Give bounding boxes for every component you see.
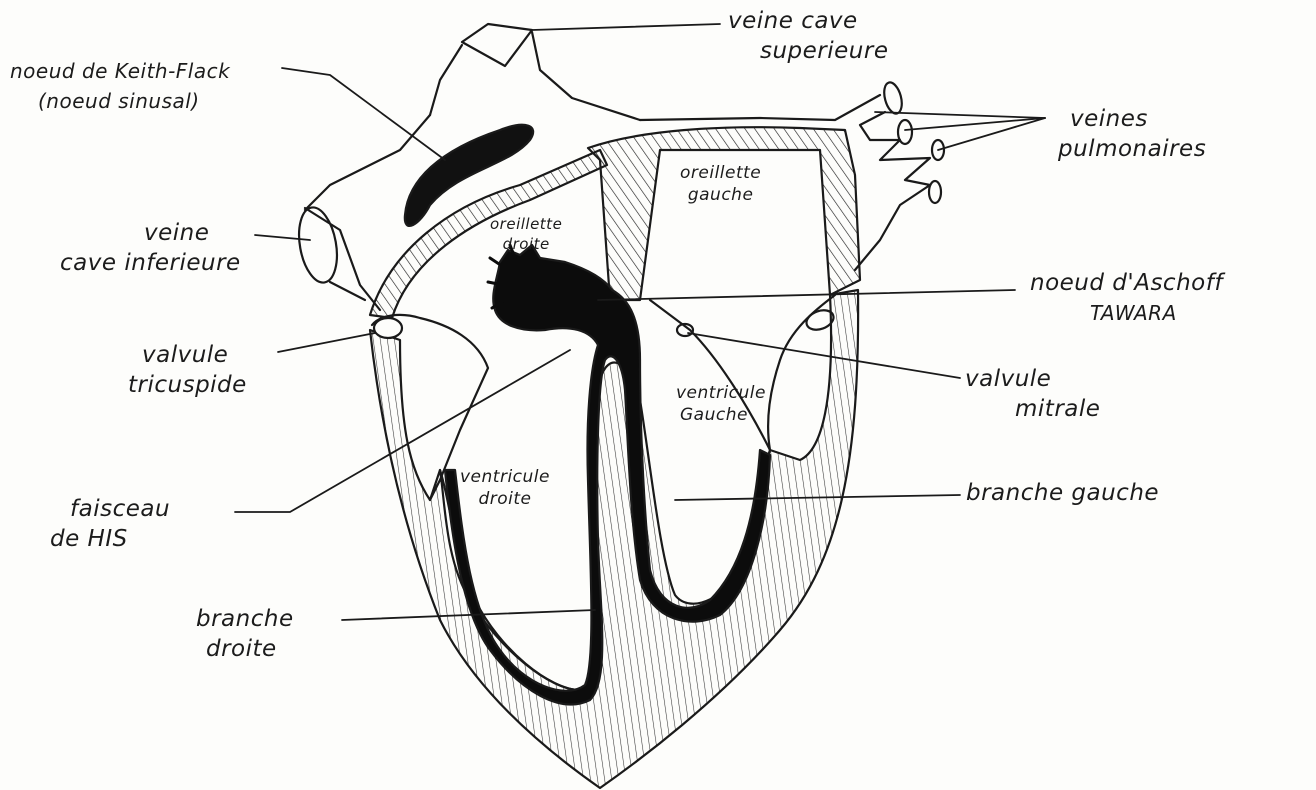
label-veine-cave-inferieure: veine cave inferieure [60,218,241,278]
label-ventricule-droite: ventricule droite [460,466,550,510]
left-atrium-top-wall [640,95,880,120]
label-veine-cave-superieure: veine cave superieure [728,6,889,66]
label-line: valvule [128,340,247,370]
label-branche-droite: branche droite [196,604,294,664]
label-branche-gauche: branche gauche [966,478,1159,508]
label-line: Gauche [676,404,766,426]
pulmonary-veins-shape [855,80,944,270]
label-noeud-keith-flack: noeud de Keith-Flack (noeud sinusal) [10,56,230,116]
label-line: de HIS [50,524,170,554]
label-line: branche gauche [966,478,1159,508]
label-line: pulmonaires [1058,134,1206,164]
label-veines-pulmonaires: veines pulmonaires [1058,104,1206,164]
label-line: noeud de Keith-Flack [10,56,230,86]
label-line: ventricule [460,466,550,488]
label-line: TAWARA [1030,298,1223,328]
label-line: valvule [965,364,1100,394]
label-noeud-aschoff-tawara: noeud d'Aschoff TAWARA [1030,268,1223,328]
label-oreillette-gauche: oreillette gauche [680,162,761,206]
label-line: droite [490,234,562,254]
vena-cava-inferior-shape [294,204,380,310]
label-line: cave inferieure [60,248,241,278]
vena-cava-superior-shape [430,24,640,120]
label-line: noeud d'Aschoff [1030,268,1223,298]
left-atrium-wall-hatch [588,127,860,300]
label-line: gauche [680,184,761,206]
label-line: droite [460,488,550,510]
label-line: (noeud sinusal) [10,86,230,116]
label-line: oreillette [680,162,761,184]
ventricle-myocardium [370,290,858,788]
label-line: veines [1058,104,1206,134]
label-valvule-mitrale: valvule mitrale [965,364,1100,424]
label-line: faisceau [50,494,170,524]
label-line: veine [60,218,241,248]
label-line: tricuspide [128,370,247,400]
mitral-valve-shape [650,295,836,450]
label-line: branche [196,604,294,634]
label-oreillette-droite: oreillette droite [490,214,562,254]
label-valvule-tricuspide: valvule tricuspide [128,340,247,400]
label-line: droite [196,634,294,664]
label-faisceau-de-his: faisceau de HIS [50,494,170,554]
label-line: mitrale [965,394,1100,424]
label-line: superieure [728,36,889,66]
label-line: veine cave [728,6,889,36]
label-ventricule-gauche: ventricule Gauche [676,382,766,426]
label-line: oreillette [490,214,562,234]
label-line: ventricule [676,382,766,404]
